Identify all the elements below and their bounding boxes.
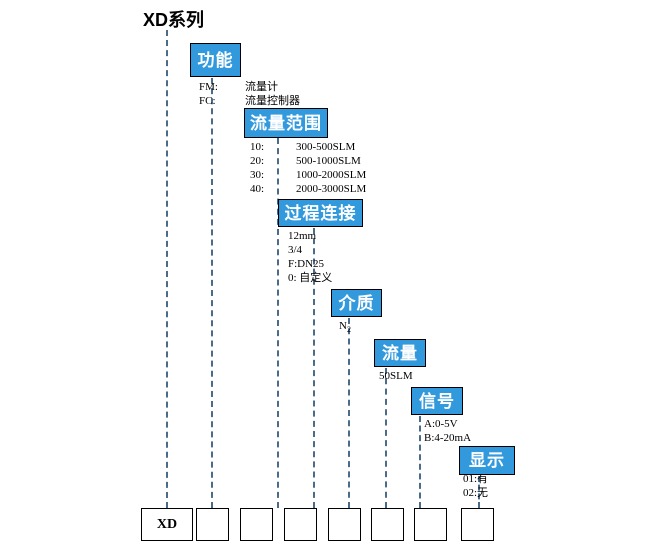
code-box[interactable] <box>328 508 361 541</box>
option-row: 10: 300-500SLM <box>250 140 366 154</box>
option-list-display: 01:有 02:无 <box>463 472 488 500</box>
section-chip-label: 显示 <box>469 451 505 470</box>
code-box[interactable] <box>284 508 317 541</box>
option-code: 02:无 <box>463 487 489 499</box>
code-box[interactable] <box>414 508 447 541</box>
connector-line-7 <box>419 416 421 508</box>
option-row: 40: 2000-3000SLM <box>250 182 366 196</box>
option-row: N2 <box>339 319 351 337</box>
option-row: 0: 自定义 <box>288 271 332 285</box>
option-list-flow: 50SLM <box>379 369 413 383</box>
option-row: 3/4 <box>288 243 332 257</box>
option-list-function: FM: 流量计 FC: 流量控制器 <box>199 80 300 108</box>
option-code: 50SLM <box>379 370 413 382</box>
connector-line-5 <box>348 318 350 508</box>
option-row: FM: 流量计 <box>199 80 300 94</box>
section-chip-process-connection[interactable]: 过程连接 <box>278 199 363 227</box>
section-chip-label: 流量范围 <box>250 113 322 133</box>
option-code: 0: 自定义 <box>288 272 333 284</box>
code-box[interactable]: XD <box>141 508 193 541</box>
code-box-value: XD <box>156 516 178 532</box>
option-code: B:4-20mA <box>424 432 472 444</box>
section-chip-flow-range[interactable]: 流量范围 <box>244 108 328 138</box>
option-list-flow-range: 10: 300-500SLM 20: 500-1000SLM 30: 1000-… <box>250 140 366 196</box>
section-chip-function[interactable]: 功能 <box>190 43 241 77</box>
option-code: FC: <box>199 95 216 107</box>
section-chip-display[interactable]: 显示 <box>459 446 515 475</box>
code-box[interactable] <box>240 508 273 541</box>
section-chip-flow[interactable]: 流量 <box>374 339 426 367</box>
option-code: 40: <box>250 183 265 195</box>
option-row: 01:有 <box>463 472 488 486</box>
section-chip-medium[interactable]: 介质 <box>331 289 382 317</box>
option-code: N2 <box>339 320 351 335</box>
section-chip-label: 介质 <box>338 293 375 313</box>
section-chip-label: 流量 <box>382 343 418 363</box>
code-box[interactable] <box>196 508 229 541</box>
section-chip-label: 信号 <box>419 391 455 411</box>
option-code: FM: <box>199 81 218 93</box>
option-code: F:DN25 <box>288 258 325 270</box>
option-desc: 流量控制器 <box>245 95 300 107</box>
option-list-process-connection: 12mm 3/4 F:DN25 0: 自定义 <box>288 229 332 285</box>
connector-line-4 <box>313 228 315 508</box>
option-row: 20: 500-1000SLM <box>250 154 366 168</box>
option-list-medium: N2 <box>339 319 351 337</box>
option-code: 30: <box>250 169 265 181</box>
connector-line-1 <box>166 30 168 508</box>
section-chip-label: 功能 <box>197 50 234 70</box>
option-code: 01:有 <box>463 473 489 485</box>
option-row: 02:无 <box>463 486 488 500</box>
option-desc: 300-500SLM <box>296 141 356 153</box>
option-code: 10: <box>250 141 265 153</box>
option-row: 30: 1000-2000SLM <box>250 168 366 182</box>
option-desc: 流量计 <box>245 81 278 93</box>
connector-line-8 <box>478 476 480 508</box>
option-row: 12mm <box>288 229 332 243</box>
option-desc: 500-1000SLM <box>296 155 361 167</box>
option-row: B:4-20mA <box>424 431 471 445</box>
code-box[interactable] <box>371 508 404 541</box>
connector-line-3 <box>277 138 279 508</box>
connector-line-6 <box>385 368 387 508</box>
option-row: A:0-5V <box>424 417 471 431</box>
page-title: XD系列 <box>143 10 205 30</box>
option-desc: 1000-2000SLM <box>296 169 367 181</box>
section-chip-label: 过程连接 <box>284 203 357 223</box>
code-box[interactable] <box>461 508 494 541</box>
option-row: 50SLM <box>379 369 413 383</box>
section-chip-signal[interactable]: 信号 <box>411 387 463 415</box>
option-row: F:DN25 <box>288 257 332 271</box>
option-row: FC: 流量控制器 <box>199 94 300 108</box>
option-desc: 2000-3000SLM <box>296 183 367 195</box>
option-code: 3/4 <box>288 244 303 256</box>
option-code: 20: <box>250 155 265 167</box>
option-code: A:0-5V <box>424 418 458 430</box>
connector-line-2 <box>211 78 213 508</box>
option-list-signal: A:0-5V B:4-20mA <box>424 417 471 445</box>
option-code: 12mm <box>288 230 317 242</box>
